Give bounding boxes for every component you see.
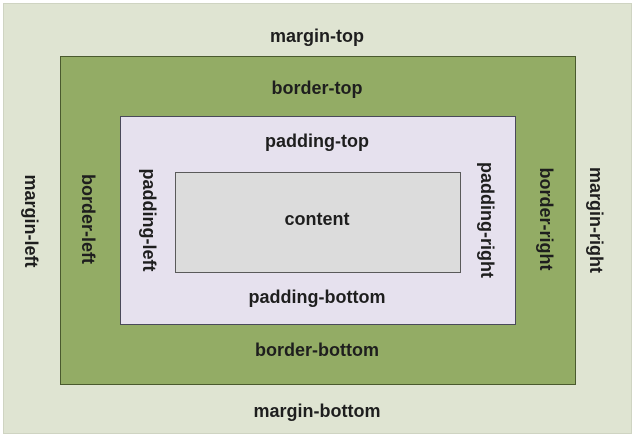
- border-left-label: border-left: [78, 174, 98, 264]
- padding-left-label: padding-left: [139, 168, 159, 272]
- content-label: content: [284, 209, 350, 229]
- border-right-label: border-right: [536, 167, 556, 271]
- margin-right-label: margin-right: [586, 167, 606, 273]
- margin-bottom-label: margin-bottom: [253, 401, 381, 421]
- margin-top-label: margin-top: [270, 26, 364, 46]
- padding-bottom-label: padding-bottom: [248, 287, 386, 307]
- padding-top-label: padding-top: [265, 131, 369, 151]
- margin-left-label: margin-left: [21, 174, 41, 268]
- content-area: [175, 172, 461, 273]
- border-bottom-label: border-bottom: [255, 340, 379, 360]
- padding-right-label: padding-right: [477, 162, 497, 278]
- border-top-label: border-top: [271, 78, 363, 98]
